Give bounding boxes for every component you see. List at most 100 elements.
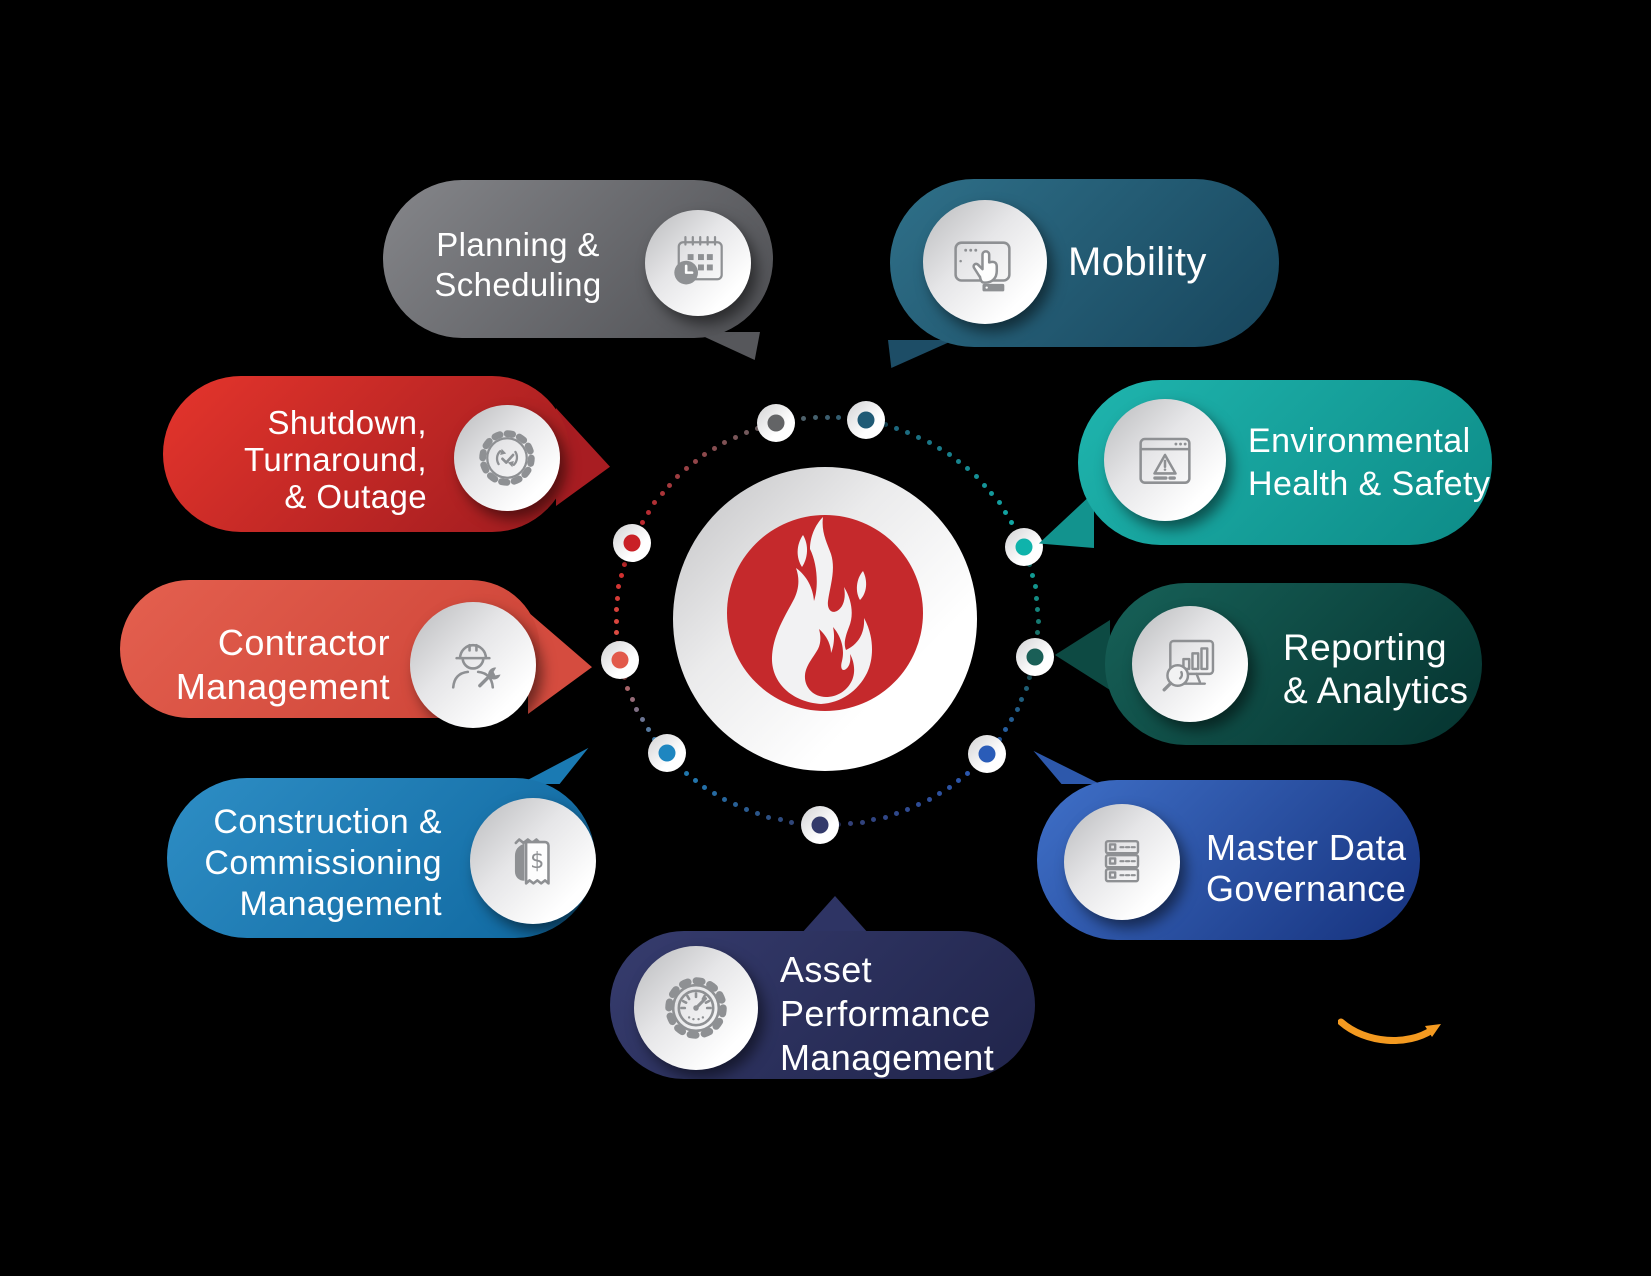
ring-dot bbox=[916, 802, 922, 808]
bubble-label-line: Management bbox=[175, 666, 390, 707]
ring-dot bbox=[894, 425, 900, 431]
ring-dot bbox=[1009, 519, 1015, 525]
ring-dot bbox=[973, 474, 979, 480]
ehs-icon-circle bbox=[1104, 399, 1226, 521]
ring-dot bbox=[905, 806, 911, 812]
receipt-dollar-icon: $ bbox=[514, 838, 550, 885]
ring-dot bbox=[894, 811, 900, 817]
ring-dot bbox=[800, 415, 806, 421]
ring-dot bbox=[629, 696, 635, 702]
ring-dot bbox=[965, 466, 971, 472]
ring-dot bbox=[1009, 717, 1015, 723]
ring-dot bbox=[618, 573, 624, 579]
bubble-label-line: Performance bbox=[780, 993, 991, 1034]
tablet-touch-icon bbox=[954, 241, 1011, 292]
ring-dot bbox=[732, 434, 738, 440]
ring-dot bbox=[722, 797, 728, 803]
ring-dot bbox=[965, 770, 971, 776]
bubble-label-line: Commissioning bbox=[204, 844, 442, 882]
ring-dot bbox=[905, 430, 911, 436]
environmental-health-safety-node bbox=[1004, 527, 1043, 566]
ring-dot bbox=[926, 797, 932, 803]
bubble-label-line: Contractor bbox=[217, 622, 390, 663]
ring-dot bbox=[702, 784, 708, 790]
ring-dot bbox=[683, 466, 689, 472]
bubble-label-line: & Outage bbox=[284, 478, 427, 515]
ring-dot bbox=[996, 500, 1002, 506]
ring-dot bbox=[616, 584, 622, 590]
node-dot bbox=[1026, 648, 1044, 666]
ring-dot bbox=[712, 445, 718, 451]
ring-dot bbox=[621, 562, 627, 568]
master-data-governance-node bbox=[967, 735, 1006, 774]
ring-dot bbox=[824, 414, 830, 420]
bubble-label-line: Environmental bbox=[1248, 422, 1471, 460]
ring-dot bbox=[1034, 595, 1040, 601]
ring-dot bbox=[1003, 727, 1009, 733]
ring-dot bbox=[812, 414, 818, 420]
node-dot bbox=[658, 744, 676, 762]
node-dot bbox=[811, 816, 829, 834]
ring-dot bbox=[882, 814, 888, 820]
node-dot bbox=[767, 414, 785, 432]
ring-dot bbox=[926, 439, 932, 445]
construction-icon-circle: $ bbox=[470, 798, 596, 924]
asset-icon-circle bbox=[634, 946, 758, 1070]
worker-wrench-icon bbox=[451, 643, 501, 689]
ring-dot bbox=[625, 685, 631, 691]
svg-text:$: $ bbox=[530, 848, 544, 874]
construction-commissioning-management-node bbox=[647, 734, 686, 773]
ring-dot bbox=[743, 430, 749, 436]
mobility-icon-circle bbox=[923, 200, 1047, 324]
mobility-node bbox=[846, 401, 885, 440]
ring-dot bbox=[645, 509, 651, 515]
ring-dot bbox=[789, 819, 795, 825]
monitor-analytics-icon bbox=[1162, 639, 1215, 692]
ring-dot bbox=[1003, 509, 1009, 515]
node-dot bbox=[1015, 538, 1033, 556]
ring-dot bbox=[675, 474, 681, 480]
bubble-label-line: Turnaround, bbox=[244, 441, 427, 478]
ring-dot bbox=[645, 727, 651, 733]
ring-dot bbox=[1023, 685, 1029, 691]
ring-dot bbox=[692, 459, 698, 464]
node-dot bbox=[857, 411, 875, 429]
ring-dot bbox=[1030, 573, 1036, 579]
planning-icon-circle bbox=[645, 210, 751, 316]
ring-dot bbox=[916, 434, 922, 440]
ring-dot bbox=[659, 491, 665, 497]
ring-dot bbox=[836, 414, 842, 420]
ring-dot bbox=[613, 618, 619, 624]
ring-dot bbox=[712, 791, 718, 797]
ring-dot bbox=[882, 422, 888, 428]
flame-icon bbox=[727, 515, 923, 711]
ring-dot bbox=[634, 707, 640, 712]
bubble-label-line: Management bbox=[239, 885, 442, 923]
ring-dot bbox=[667, 482, 673, 488]
reporting-icon-circle bbox=[1132, 606, 1248, 722]
gear-sync-icon bbox=[479, 430, 535, 486]
ring-dot bbox=[1014, 707, 1020, 712]
ring-dot bbox=[1035, 607, 1041, 613]
ring-dot bbox=[946, 784, 952, 790]
browser-warning-icon bbox=[1139, 437, 1191, 484]
ring-dot bbox=[766, 814, 772, 820]
ring-dot bbox=[936, 445, 942, 451]
ring-dot bbox=[1035, 629, 1041, 635]
bubble-label-line: Asset bbox=[780, 949, 873, 990]
gauge-gear-icon bbox=[665, 977, 727, 1039]
ring-dot bbox=[859, 819, 865, 825]
ring-dot bbox=[732, 802, 738, 808]
ring-dot bbox=[722, 439, 728, 445]
bubble-label-line: Management bbox=[780, 1037, 995, 1078]
ring-dot bbox=[936, 791, 942, 797]
ring-dot bbox=[956, 459, 962, 464]
ring-dot bbox=[702, 452, 708, 458]
server-rack-icon bbox=[1104, 840, 1140, 883]
asset-performance-management-node bbox=[801, 805, 839, 844]
ring-dot bbox=[639, 519, 645, 525]
ring-dot bbox=[614, 595, 620, 601]
shutdown-icon-circle bbox=[454, 405, 560, 511]
ring-dot bbox=[692, 777, 698, 783]
